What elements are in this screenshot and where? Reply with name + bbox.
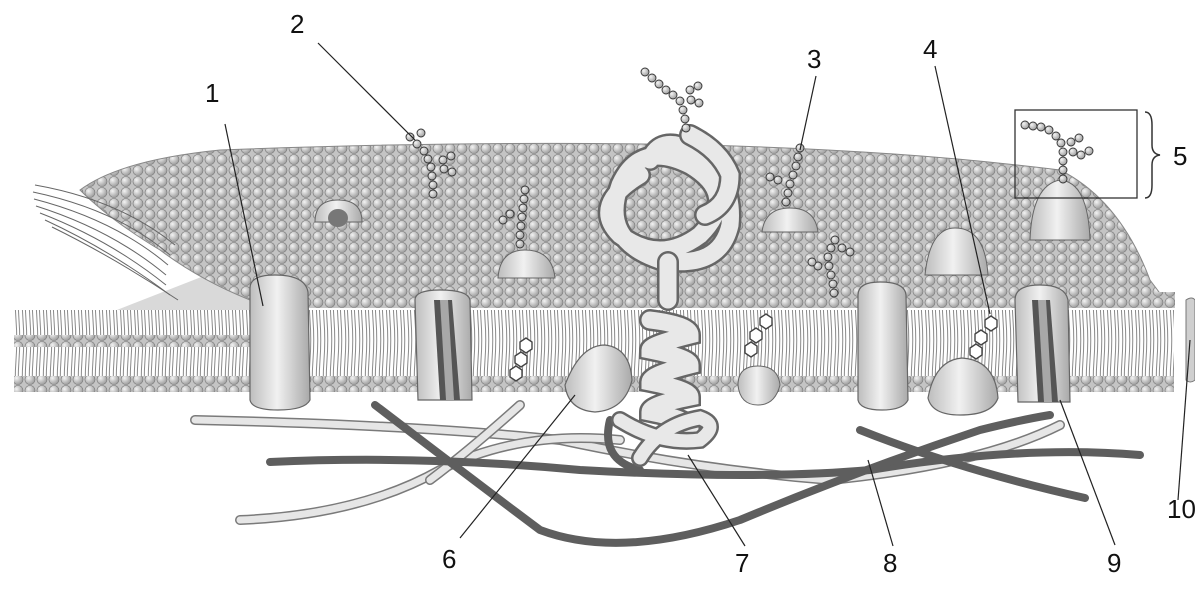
callout-5-brace — [1145, 112, 1160, 198]
callout-label-9: 9 — [1107, 548, 1121, 578]
callout-label-3: 3 — [807, 44, 821, 74]
integral-protein-right — [858, 282, 908, 410]
bilayer-left-upper-heads — [14, 335, 254, 347]
channel-protein-9 — [1015, 285, 1070, 402]
channel-protein-left — [415, 290, 472, 400]
callout-label-10: 10 — [1167, 494, 1195, 524]
callout-label-1: 1 — [205, 78, 219, 108]
callout-label-5: 5 — [1173, 141, 1187, 171]
callout-label-4: 4 — [923, 34, 937, 64]
callout-label-2: 2 — [290, 9, 304, 39]
callout-label-8: 8 — [883, 548, 897, 578]
integral-protein-1 — [250, 275, 310, 410]
callout-label-7: 7 — [735, 548, 749, 578]
peripheral-protein-small — [738, 366, 780, 405]
callout-label-6: 6 — [442, 544, 456, 574]
